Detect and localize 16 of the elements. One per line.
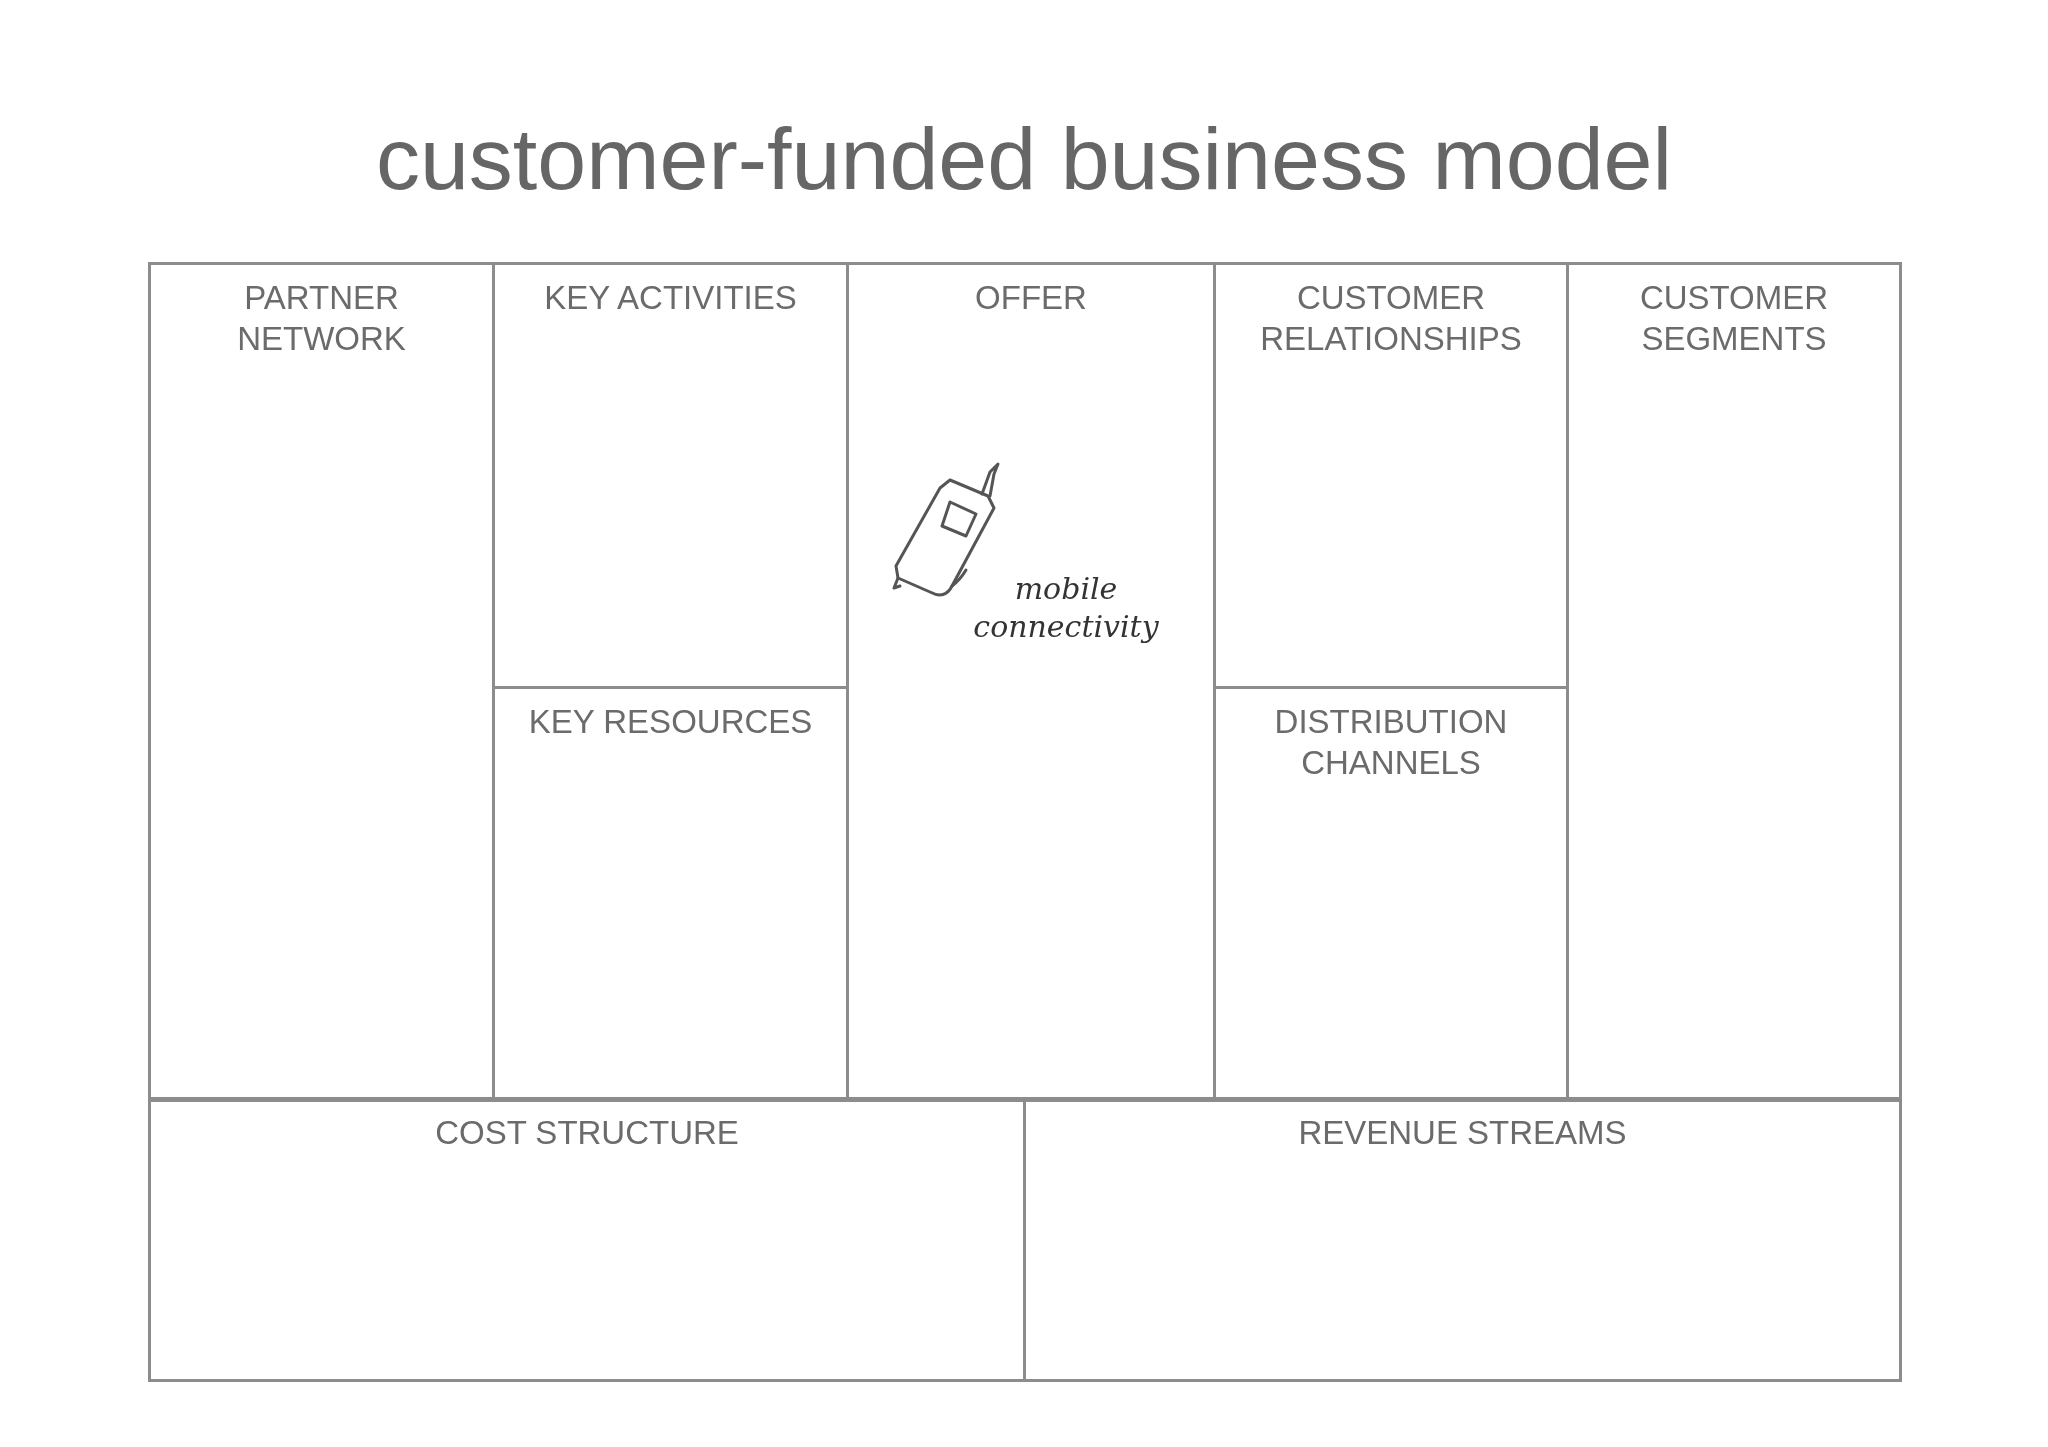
canvas-section bbox=[148, 262, 495, 1102]
canvas-section bbox=[1023, 1097, 1902, 1382]
canvas-section bbox=[846, 262, 1216, 1102]
section-heading: KEY RESOURCES bbox=[527, 702, 814, 742]
section-heading: PARTNER NETWORK bbox=[236, 278, 407, 359]
section-heading: KEY ACTIVITIES bbox=[543, 278, 798, 318]
section-heading: COST STRUCTURE bbox=[434, 1113, 740, 1153]
section-heading: CUSTOMER RELATIONSHIPS bbox=[1259, 278, 1523, 359]
handwritten-note: mobile connectivity bbox=[972, 570, 1160, 646]
section-heading: REVENUE STREAMS bbox=[1297, 1113, 1628, 1153]
section-heading: OFFER bbox=[974, 278, 1088, 318]
section-heading: DISTRIBUTION CHANNELS bbox=[1273, 702, 1509, 783]
canvas-section bbox=[148, 1097, 1026, 1382]
section-heading: CUSTOMER SEGMENTS bbox=[1638, 278, 1830, 359]
title: customer-funded business model bbox=[375, 115, 1673, 203]
canvas-section bbox=[1566, 262, 1902, 1102]
